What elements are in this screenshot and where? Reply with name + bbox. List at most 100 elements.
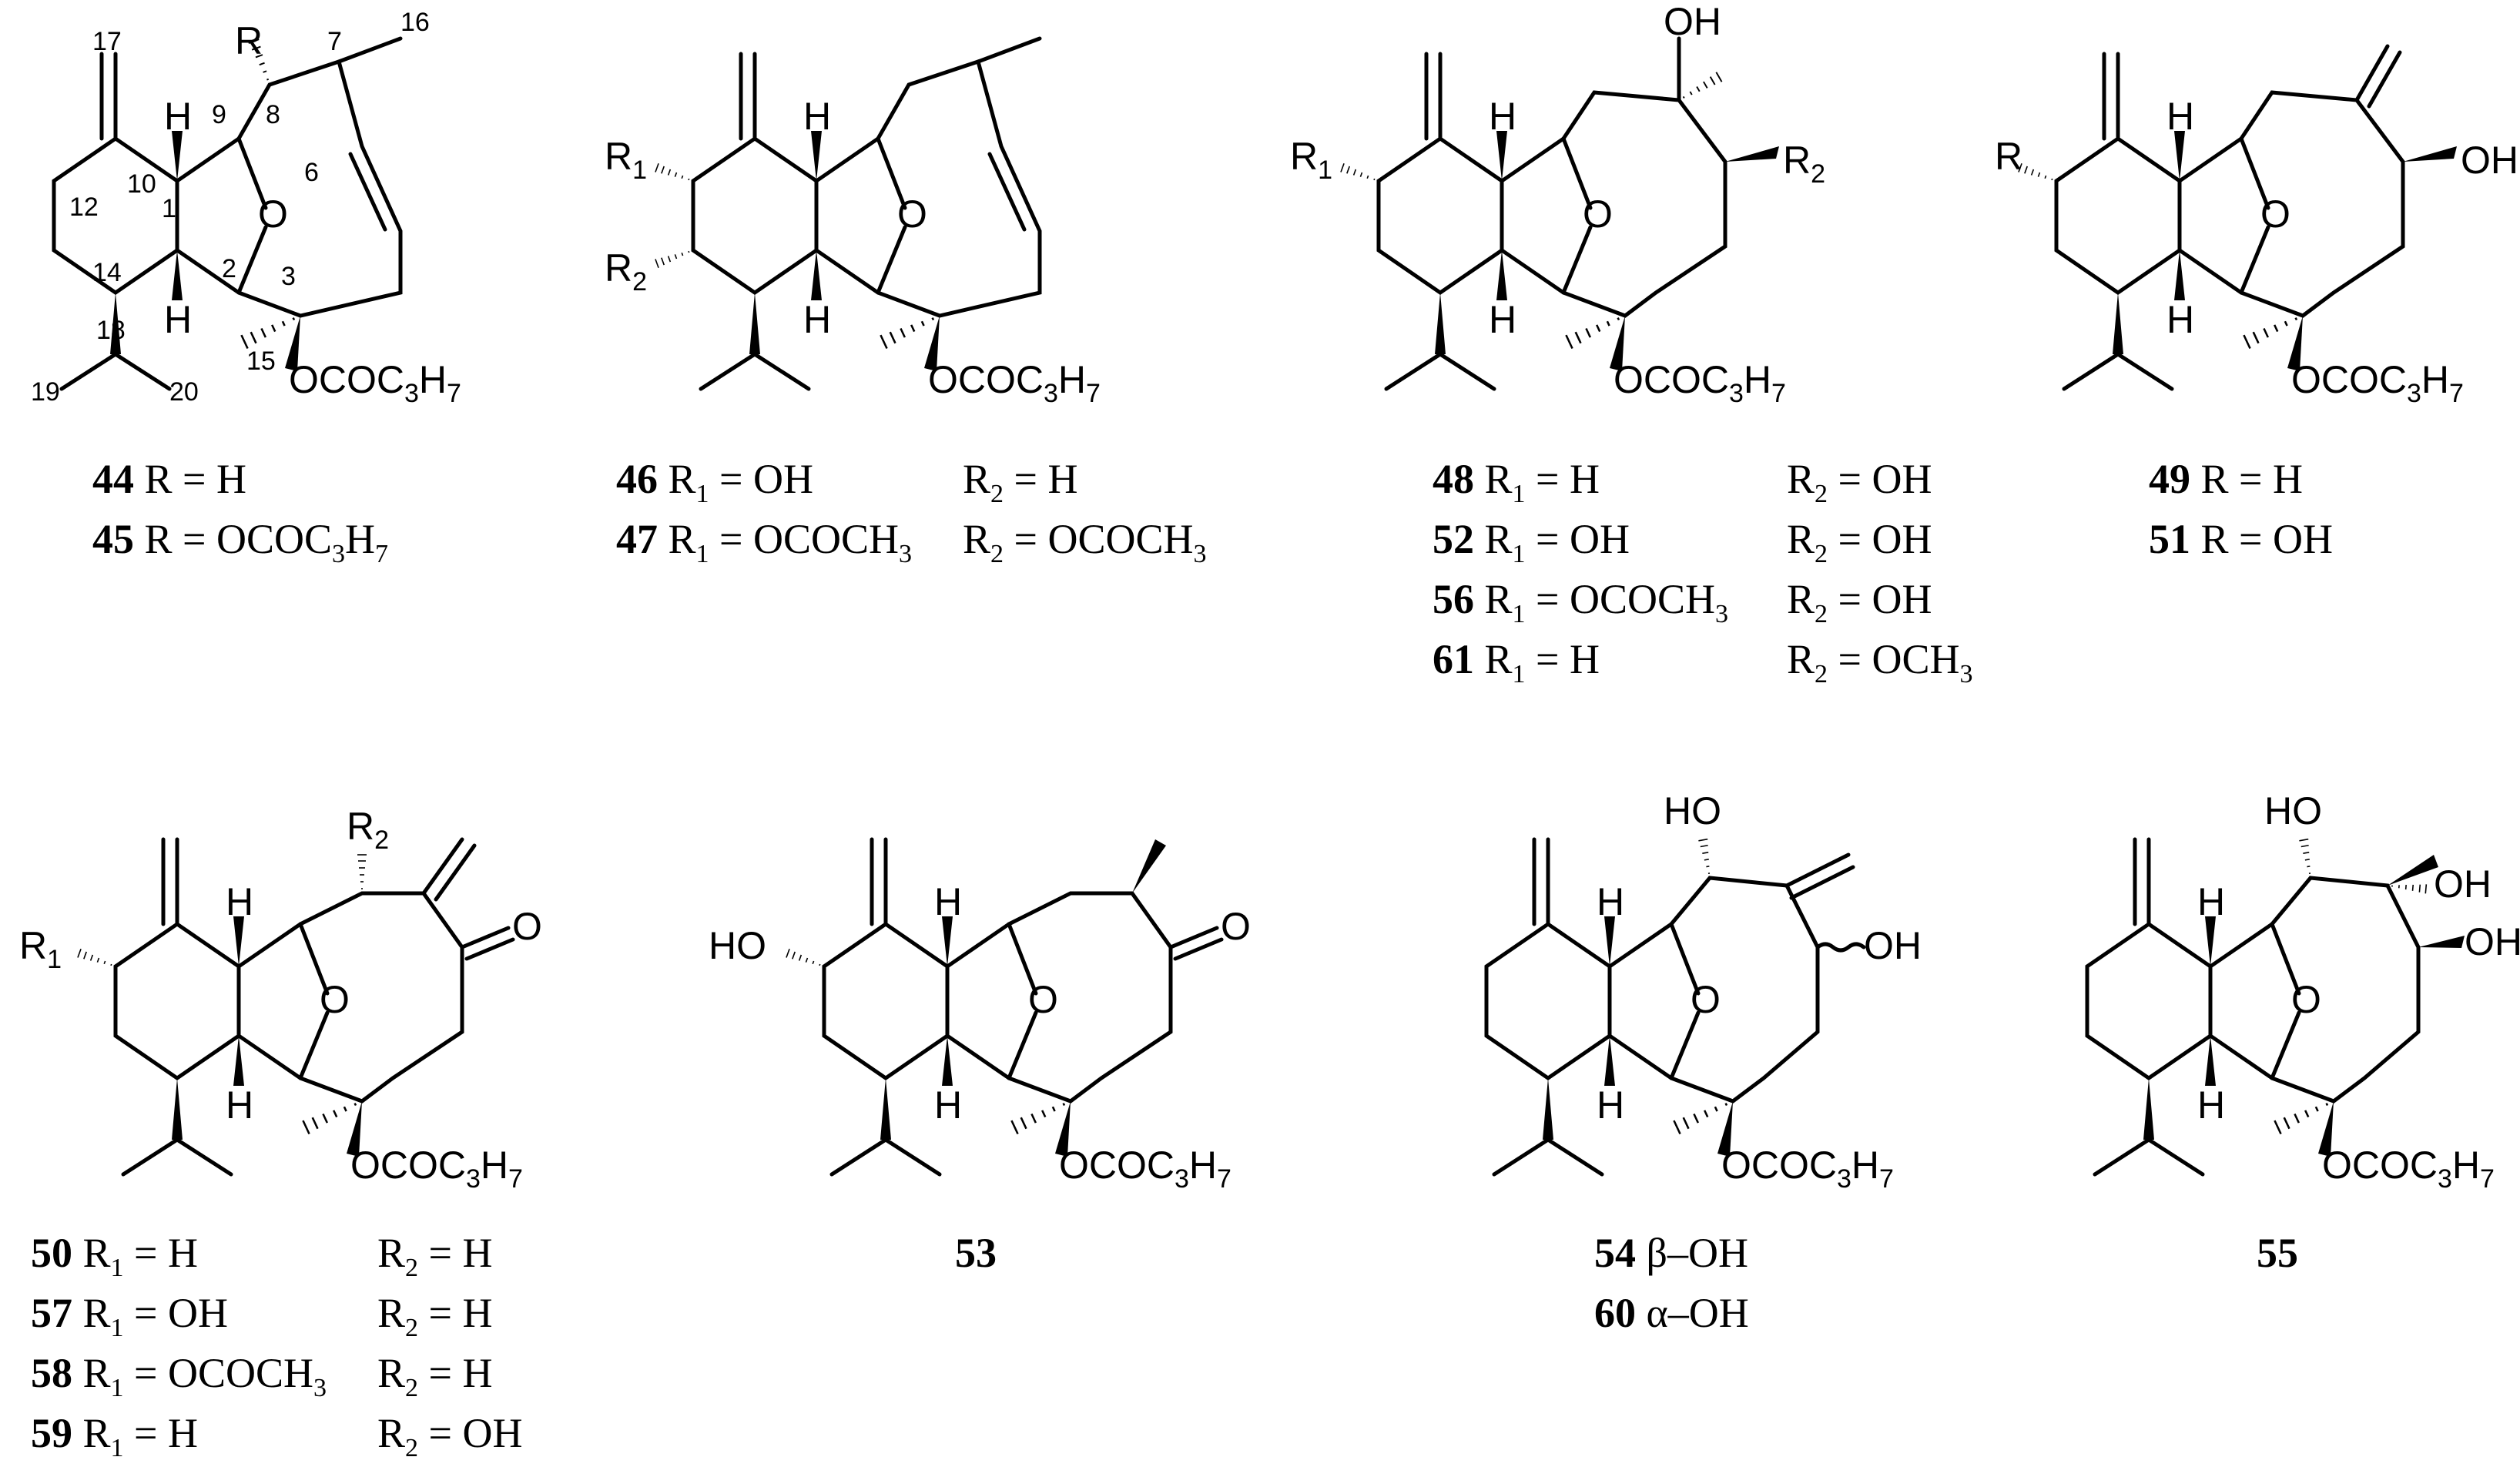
caption-line: 59 R1 = H	[31, 1410, 198, 1462]
atom-ester: OCOC3H7	[2322, 1144, 2495, 1194]
structure-48-52-56-61: R1 R2 OH H H O OCOC3H7	[1290, 0, 1825, 408]
locant: 16	[400, 8, 430, 37]
atom-OH-upper: OH	[2434, 862, 2492, 906]
atom-H-1: H	[934, 1083, 962, 1127]
caption-line: 48 R1 = H	[1433, 456, 1600, 508]
atom-H-1: H	[2166, 298, 2194, 341]
caption-line: 55	[2257, 1230, 2298, 1276]
locant: 18	[96, 316, 126, 345]
locant: 19	[31, 377, 60, 407]
atom-H-1: H	[1489, 298, 1516, 341]
locant: 1	[162, 194, 176, 223]
atom-OH-lower: OH	[2465, 920, 2520, 963]
caption-line: R2 = OCOCH3	[963, 516, 1207, 568]
caption-line: 58 R1 = OCOCH3	[31, 1350, 327, 1402]
atom-O-bridge: O	[1583, 193, 1613, 236]
caption-49-51: 49 R = H 51 R = OH	[2149, 456, 2333, 562]
atom-HO: HO	[2264, 789, 2322, 832]
locant: 2	[222, 254, 236, 283]
atom-O-bridge: O	[2260, 193, 2290, 236]
atom-ester: OCOC3H7	[1721, 1144, 1894, 1194]
atom-H-1: H	[2197, 1083, 2225, 1127]
atom-H-1: H	[226, 1083, 253, 1127]
caption-line: 52 R1 = OH	[1433, 516, 1630, 568]
structure-53: HO H H O O OCOC3H7	[709, 839, 1251, 1194]
caption-line: 51 R = OH	[2149, 516, 2333, 562]
atom-H-1: H	[164, 298, 192, 341]
atom-ester: OCOC3H7	[928, 358, 1101, 408]
atom-ester: OCOC3H7	[289, 358, 461, 408]
locants: 1 2 3 6 7 8 9 10 12 14 15 16 17 18 19 20	[31, 8, 430, 407]
atom-O-bridge: O	[258, 193, 288, 236]
atom-OH: OH	[2461, 139, 2518, 182]
caption-55: 55	[2257, 1230, 2298, 1276]
atom-R1: R1	[605, 135, 647, 185]
caption-line: 56 R1 = OCOCH3	[1433, 576, 1728, 628]
caption-46-47: 46 R1 = OH R2 = H 47 R1 = OCOCH3 R2 = OC…	[616, 456, 1207, 568]
atom-H-10: H	[1597, 880, 1624, 923]
caption-48-52-56-61: 48 R1 = H R2 = OH 52 R1 = OH R2 = OH 56 …	[1433, 456, 1973, 688]
atom-O-bridge: O	[1691, 978, 1721, 1021]
atom-H-10: H	[1489, 95, 1516, 138]
caption-line: 60 α–OH	[1594, 1290, 1749, 1336]
caption-line: 54 β–OH	[1594, 1230, 1748, 1276]
locant: 20	[169, 377, 199, 407]
structure-50-57-58-59: R1 R2 H H O O OCOC3H7	[19, 805, 542, 1194]
atom-O-bridge: O	[897, 193, 927, 236]
atom-ester: OCOC3H7	[350, 1144, 523, 1194]
structure-55: HO OH OH H H O OCOC3H7	[2087, 789, 2520, 1194]
caption-50-57-58-59: 50 R1 = H R2 = H 57 R1 = OH R2 = H 58 R1…	[31, 1230, 522, 1462]
caption-line: 53	[955, 1230, 997, 1276]
caption-44-45: 44 R = H 45 R = OCOC3H7	[92, 456, 388, 568]
atom-HO: HO	[1664, 789, 1721, 832]
atom-H-10: H	[164, 95, 192, 138]
caption-line: R2 = OH	[377, 1410, 522, 1462]
caption-line: 50 R1 = H	[31, 1230, 198, 1282]
caption-line: 61 R1 = H	[1433, 636, 1600, 688]
atom-O-bridge: O	[2291, 978, 2321, 1021]
atom-R: R	[1995, 135, 2022, 178]
caption-line: 47 R1 = OCOCH3	[616, 516, 912, 568]
caption-line: 45 R = OCOC3H7	[92, 516, 388, 568]
atom-R1: R1	[1290, 135, 1332, 185]
atom-R1: R1	[19, 924, 62, 974]
caption-line: 44 R = H	[92, 456, 246, 502]
caption-54-60: 54 β–OH 60 α–OH	[1594, 1230, 1749, 1336]
atom-OH: OH	[1864, 924, 1922, 967]
structure-46-47: R1 R2 H H O OCOC3H7	[605, 36, 1101, 408]
structure-54-60: HO OH H H O OCOC3H7	[1486, 789, 1922, 1194]
atom-H-10: H	[934, 880, 962, 923]
atom-ester: OCOC3H7	[1059, 1144, 1232, 1194]
structure-49-51: R OH H H O OCOC3H7	[1995, 44, 2518, 408]
locant: 8	[266, 100, 280, 129]
locant: 7	[327, 27, 342, 56]
atom-R2: R2	[605, 246, 647, 296]
caption-line: R2 = OH	[1787, 576, 1932, 628]
caption-53: 53	[955, 1230, 997, 1276]
atom-O-ketone: O	[512, 905, 542, 948]
caption-line: R2 = H	[377, 1230, 492, 1282]
atom-R2: R2	[347, 805, 389, 855]
caption-line: R2 = OCH3	[1787, 636, 1973, 688]
caption-line: 46 R1 = OH	[616, 456, 813, 508]
atom-HO: HO	[709, 924, 766, 967]
atom-ester: OCOC3H7	[2291, 358, 2464, 408]
caption-line: 49 R = H	[2149, 456, 2303, 502]
locant: 14	[92, 258, 122, 287]
atom-H-1: H	[1597, 1083, 1624, 1127]
locant: 12	[69, 193, 99, 222]
caption-line: R2 = H	[963, 456, 1077, 508]
atom-O-bridge: O	[320, 978, 350, 1021]
locant: 3	[281, 262, 296, 291]
atom-R: R	[235, 19, 263, 62]
atom-H-10: H	[226, 880, 253, 923]
atom-OH: OH	[1664, 0, 1721, 43]
atom-O-bridge: O	[1028, 978, 1058, 1021]
locant: 17	[92, 27, 122, 56]
atom-H-1: H	[803, 298, 831, 341]
locant: 10	[127, 169, 156, 199]
locant: 15	[246, 347, 276, 376]
atom-H-10: H	[2166, 95, 2194, 138]
atom-R2: R2	[1783, 139, 1825, 189]
